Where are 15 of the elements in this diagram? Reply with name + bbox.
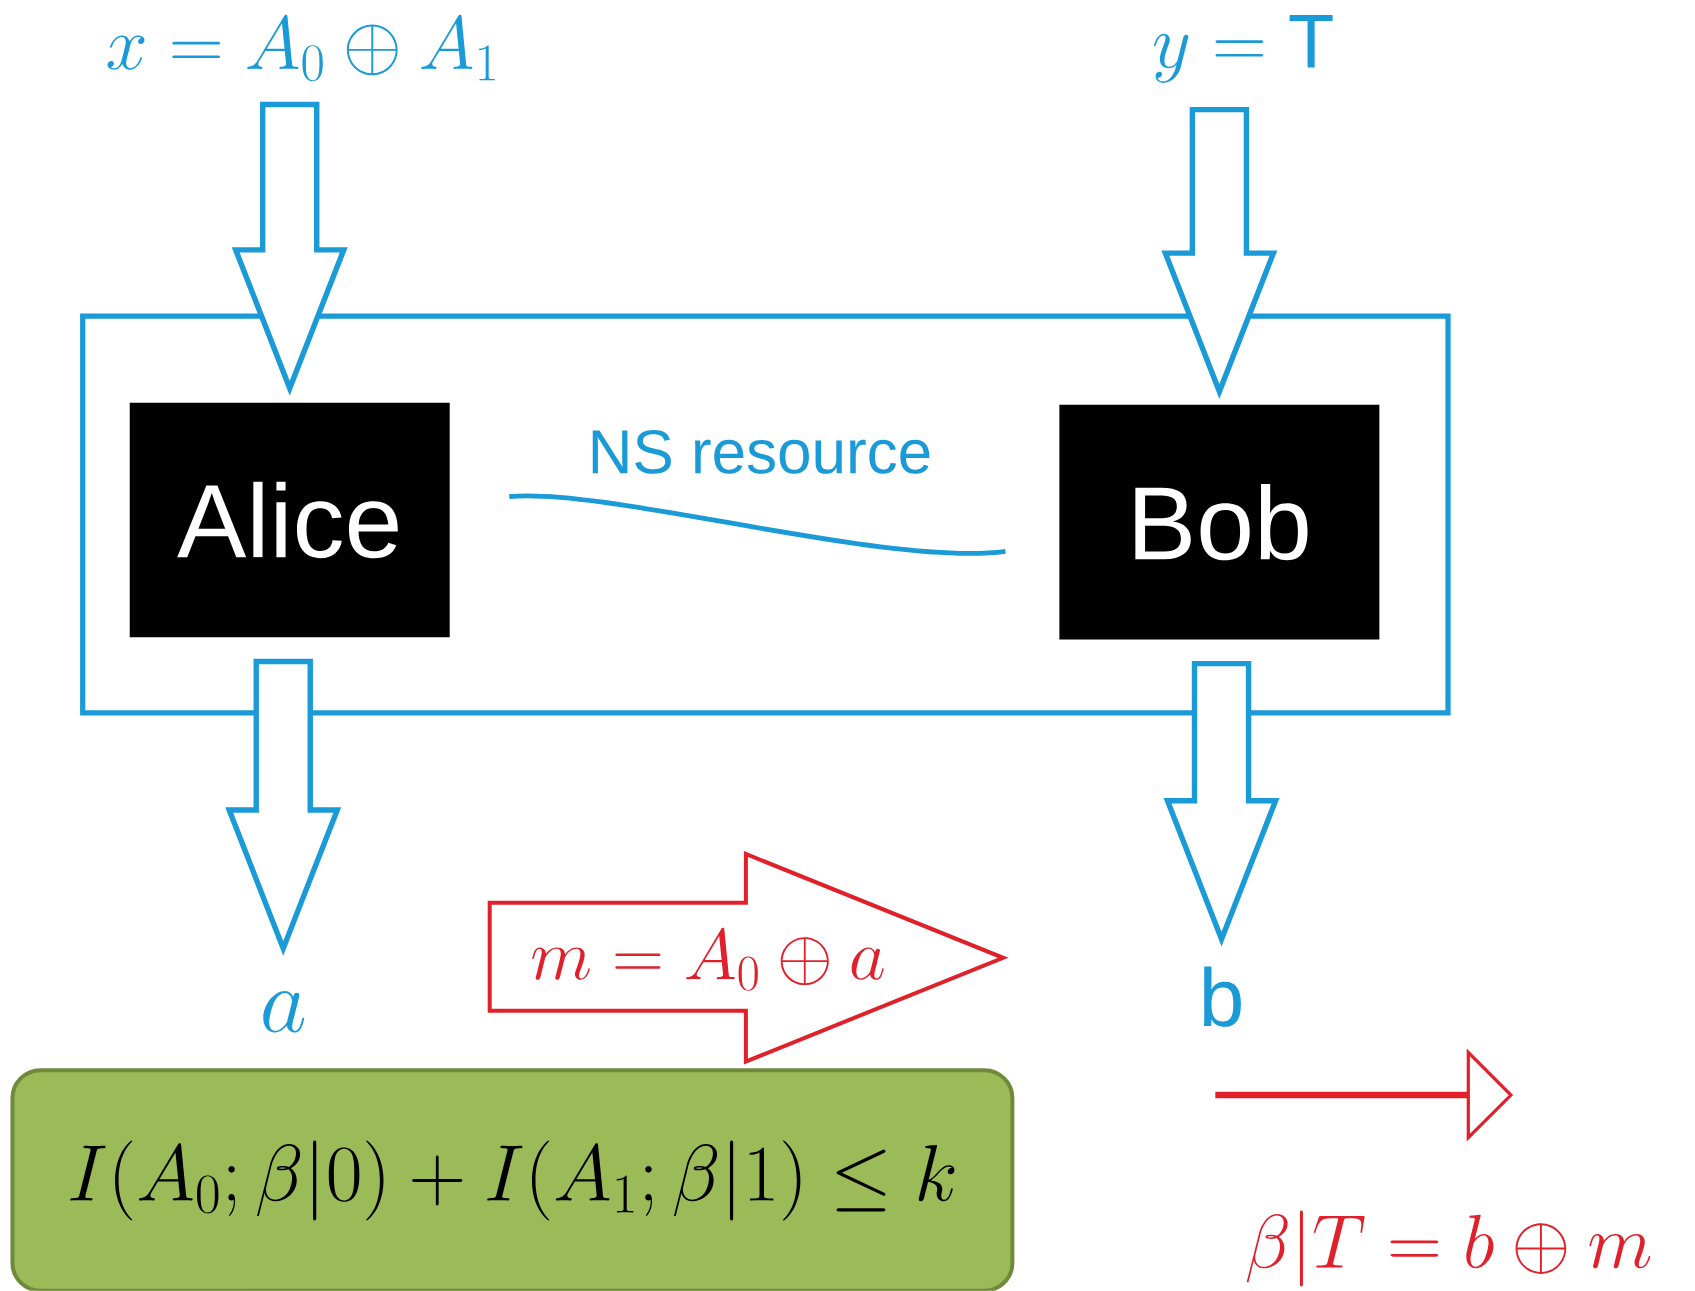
system-box: [80, 313, 1451, 716]
wavy-line: [509, 493, 1006, 556]
hollow-arrow: [231, 101, 348, 396]
formula-label: $x = A_0 \oplus A_1$: [107, 14, 495, 82]
party-box: Alice: [129, 402, 450, 638]
hollow-arrow: [1161, 107, 1278, 399]
hollow-arrow: [225, 658, 342, 956]
hollow-arrow: [1163, 661, 1280, 947]
formula-label: $\beta|T = b \oplus m$: [1246, 1210, 1651, 1287]
formula-label: $y = \mathrm{T}$: [1154, 15, 1333, 84]
party-box: Bob: [1059, 405, 1380, 640]
output-label: $a$: [263, 991, 305, 1033]
edge-label: NS resource: [592, 430, 930, 474]
output-label: b: [1204, 966, 1241, 1027]
inequality-box: $I(A_0;\beta|0) + I(A_1;\beta|1) \le k$: [10, 1068, 1015, 1291]
